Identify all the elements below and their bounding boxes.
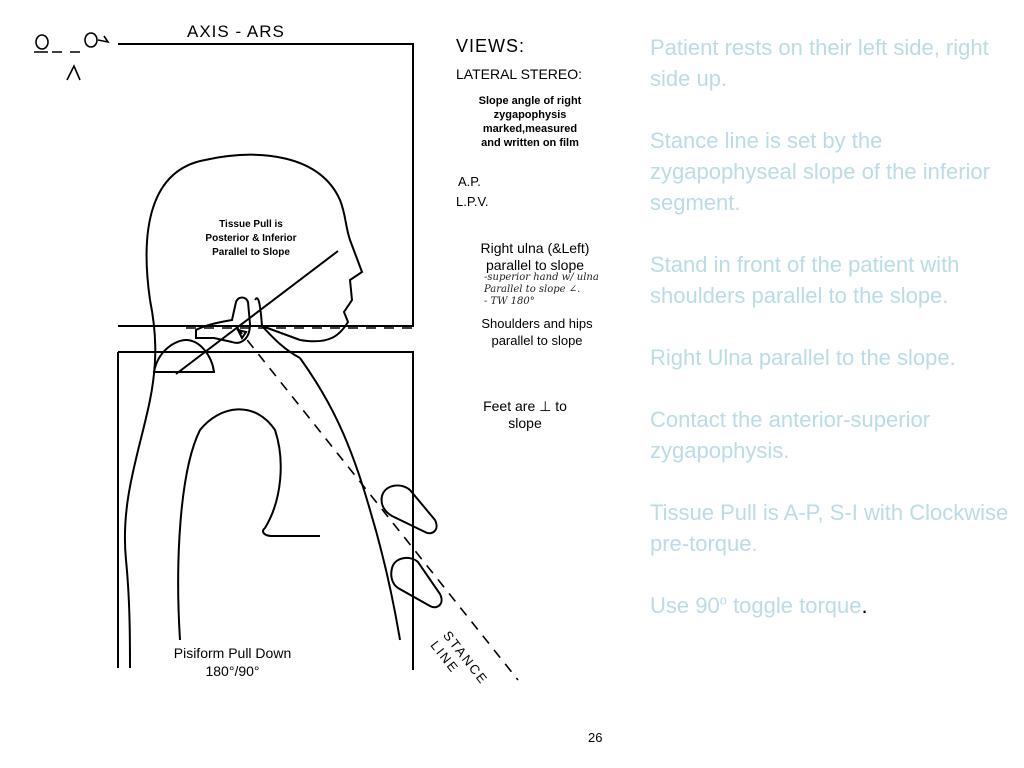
neck-back: [123, 299, 157, 669]
vertebra: [195, 296, 252, 344]
arm: [177, 408, 320, 641]
instruction-notes: Patient rests on their left side, right …: [650, 32, 1020, 621]
view-ap: A.P.: [458, 174, 481, 189]
head-outline: [145, 153, 364, 343]
triangle-mark: [66, 64, 81, 81]
handwritten-note: -superior hand w/ ulna Parallel to slope…: [484, 272, 599, 307]
note-item: Right Ulna parallel to the slope.: [650, 345, 956, 370]
note-item: Contact the anterior-superior zygapophys…: [650, 407, 931, 463]
note-item: Stance line is set by the zygapophyseal …: [650, 128, 990, 215]
pisiform-label: Pisiform Pull Down 180°/90°: [173, 645, 292, 679]
note-item: Stand in front of the patient with shoul…: [650, 252, 960, 308]
note-item: Tissue Pull is A-P, S-I with Clockwise p…: [650, 500, 1009, 556]
contact-semicircle: [152, 338, 216, 373]
view-lpv: L.P.V.: [456, 194, 489, 209]
tissue-pull-label: Tissue Pull is Posterior & Inferior Para…: [205, 219, 297, 258]
front-neck: [261, 325, 301, 359]
hand-upper: [380, 484, 438, 535]
axis-title: AXIS - ARS: [187, 22, 285, 41]
ulna-note: Right ulna (&Left) parallel to slope: [480, 240, 590, 273]
stance-line: [235, 325, 519, 681]
shoulders-note: Shoulders and hips parallel to slope: [481, 316, 593, 348]
tissue-pull-line: [175, 250, 339, 375]
lower-frame: [117, 351, 414, 670]
views-title: VIEWS:: [456, 36, 526, 56]
slope-angle-note: Slope angle of right zygapophysis marked…: [478, 95, 582, 149]
feet-note: Feet are ⊥ to slope: [483, 398, 567, 431]
note-item: Patient rests on their left side, right …: [650, 35, 989, 91]
note-item-toggle: Use 90o toggle torque.: [650, 592, 868, 618]
torso: [299, 357, 401, 641]
upper-frame: [118, 43, 414, 327]
views-lateral-stereo: LATERAL STEREO:: [456, 66, 583, 82]
hand-lower: [390, 556, 443, 609]
page-number: 26: [588, 730, 603, 745]
